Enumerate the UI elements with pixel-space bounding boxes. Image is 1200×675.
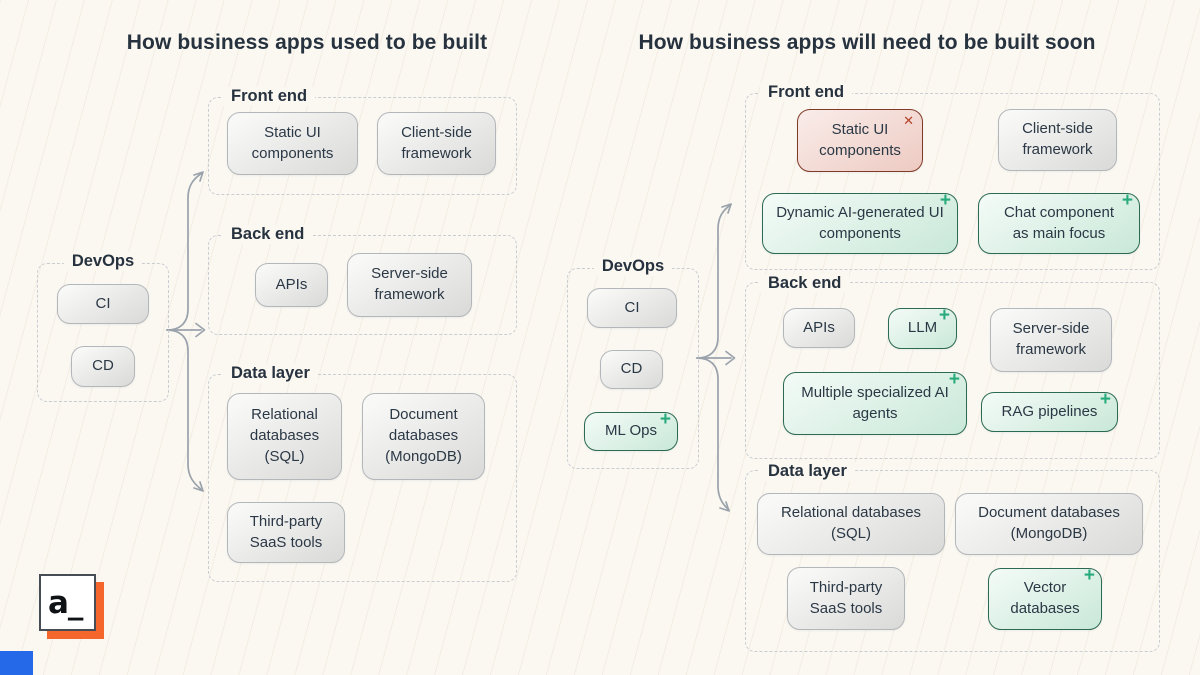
right-pill-third-party-label: Third-party SaaS tools [809,578,883,617]
right-frontend-group: Front end [745,83,1160,270]
left-backend-label: Back end [223,225,313,244]
right-pill-cd-label: CD [620,360,643,378]
left-pill-relational-db-label: Relational databases (SQL) [249,406,320,465]
right-arrowhead-frontend [721,203,732,214]
right-pill-ai-agents-label: Multiple specialized AI agents [801,383,949,422]
left-frontend-label: Front end [223,87,316,106]
right-frontend-label: Front end [760,83,853,102]
left-pill-relational-db: Relational databases (SQL) [227,393,342,480]
left-pill-static-ui-label: Static UI components [251,123,334,162]
right-pill-chat-component-label: Chat component as main focus [1003,203,1115,242]
left-pill-static-ui: Static UI components [227,112,358,175]
right-devops-label: DevOps [593,257,673,276]
left-devops-label: DevOps [63,252,143,271]
right-pill-mlops: ML Ops + [584,409,678,451]
right-pill-server-side: Server-side framework [990,308,1112,372]
left-pill-server-side: Server-side framework [347,253,472,317]
right-pill-llm-label: LLM [907,319,938,337]
right-pill-client-side-label: Client-side framework [1022,120,1093,158]
right-pill-apis: APIs [783,308,855,348]
left-datalayer-label: Data layer [223,364,318,383]
left-pill-cd: CD [71,346,135,387]
right-pill-chat-component: Chat component as main focus + [978,190,1140,254]
right-backend-label: Back end [760,274,850,293]
right-pill-vector-db-label: Vector databases [1010,579,1080,617]
right-devops-group: DevOps [567,257,699,469]
right-arrowhead-datalayer [719,501,730,512]
right-pill-ai-agents: Multiple specialized AI agents + [783,369,967,435]
right-pill-ci: CI [587,288,677,328]
right-pill-ci-label: CI [624,298,640,316]
right-pill-static-ui-label: Static UI components [819,120,901,159]
x-icon: ✕ [903,113,914,128]
right-pill-apis-label: APIs [803,318,835,336]
left-pill-third-party-label: Third-party SaaS tools [249,512,323,551]
right-pill-dynamic-ai-label: Dynamic AI-generated UI components [776,203,944,242]
right-arrow-to-frontend [696,203,732,359]
left-pill-client-side: Client-side framework [377,112,496,175]
left-arrowhead-frontend [193,171,204,182]
right-pill-cd: CD [600,350,663,389]
right-pill-relational-db: Relational databases (SQL) [757,493,945,555]
left-pill-ci-label: CI [95,294,111,312]
left-pill-server-side-label: Server-side framework [371,265,448,303]
right-pill-server-side-label: Server-side framework [1012,320,1090,358]
right-pill-llm: LLM + [888,305,957,349]
left-pill-third-party: Third-party SaaS tools [227,502,345,563]
plus-icon: + [1121,190,1133,211]
right-pill-static-ui-removed: Static UI components ✕ [797,109,923,172]
right-pill-vector-db: Vector databases + [988,565,1102,630]
right-pill-rag-pipelines-label: RAG pipelines [1001,402,1098,420]
left-arrow-to-datalayer [166,329,203,491]
right-pill-dynamic-ai: Dynamic AI-generated UI components + [762,190,958,254]
plus-icon: + [939,190,951,211]
right-pill-mlops-label: ML Ops [605,422,657,440]
right-datalayer-group: Data layer [745,462,1160,652]
left-pill-ci: CI [57,284,149,324]
plus-icon: + [1099,389,1111,410]
right-pill-document-db: Document databases (MongoDB) [955,493,1143,555]
right-arrow-to-datalayer [696,357,730,511]
right-pill-relational-db-label: Relational databases (SQL) [780,504,922,542]
left-arrowhead-datalayer [193,481,204,492]
plus-icon: + [938,305,950,326]
appsmith-logo: a_ [39,574,109,644]
left-pill-apis: APIs [255,263,328,307]
right-arrowhead-backend [725,350,736,366]
logo-letter-box: a_ [39,574,96,631]
left-column-title: How business apps used to be built [126,31,488,54]
plus-icon: + [659,409,671,430]
right-pill-third-party: Third-party SaaS tools [787,567,905,630]
left-devops-group: DevOps [37,252,169,402]
left-arrowhead-backend [195,322,206,338]
left-pill-document-db-label: Document databases (MongoDB) [385,406,462,465]
left-datalayer-group: Data layer [208,364,517,582]
left-arrow-to-frontend [166,172,203,331]
right-pill-client-side: Client-side framework [998,109,1117,171]
left-pill-cd-label: CD [92,357,114,375]
right-column-title: How business apps will need to be built … [638,31,1096,54]
plus-icon: + [948,369,960,390]
right-pill-rag-pipelines: RAG pipelines + [981,389,1118,432]
right-backend-group: Back end [745,274,1160,459]
left-pill-document-db: Document databases (MongoDB) [362,393,485,480]
corner-blue-accent [0,651,33,675]
left-pill-apis-label: APIs [275,275,308,293]
plus-icon: + [1083,565,1095,586]
left-backend-group: Back end [208,225,517,335]
right-datalayer-label: Data layer [760,462,855,481]
left-pill-client-side-label: Client-side framework [401,123,472,162]
right-pill-document-db-label: Document databases (MongoDB) [978,504,1120,542]
left-frontend-group: Front end [208,87,517,195]
